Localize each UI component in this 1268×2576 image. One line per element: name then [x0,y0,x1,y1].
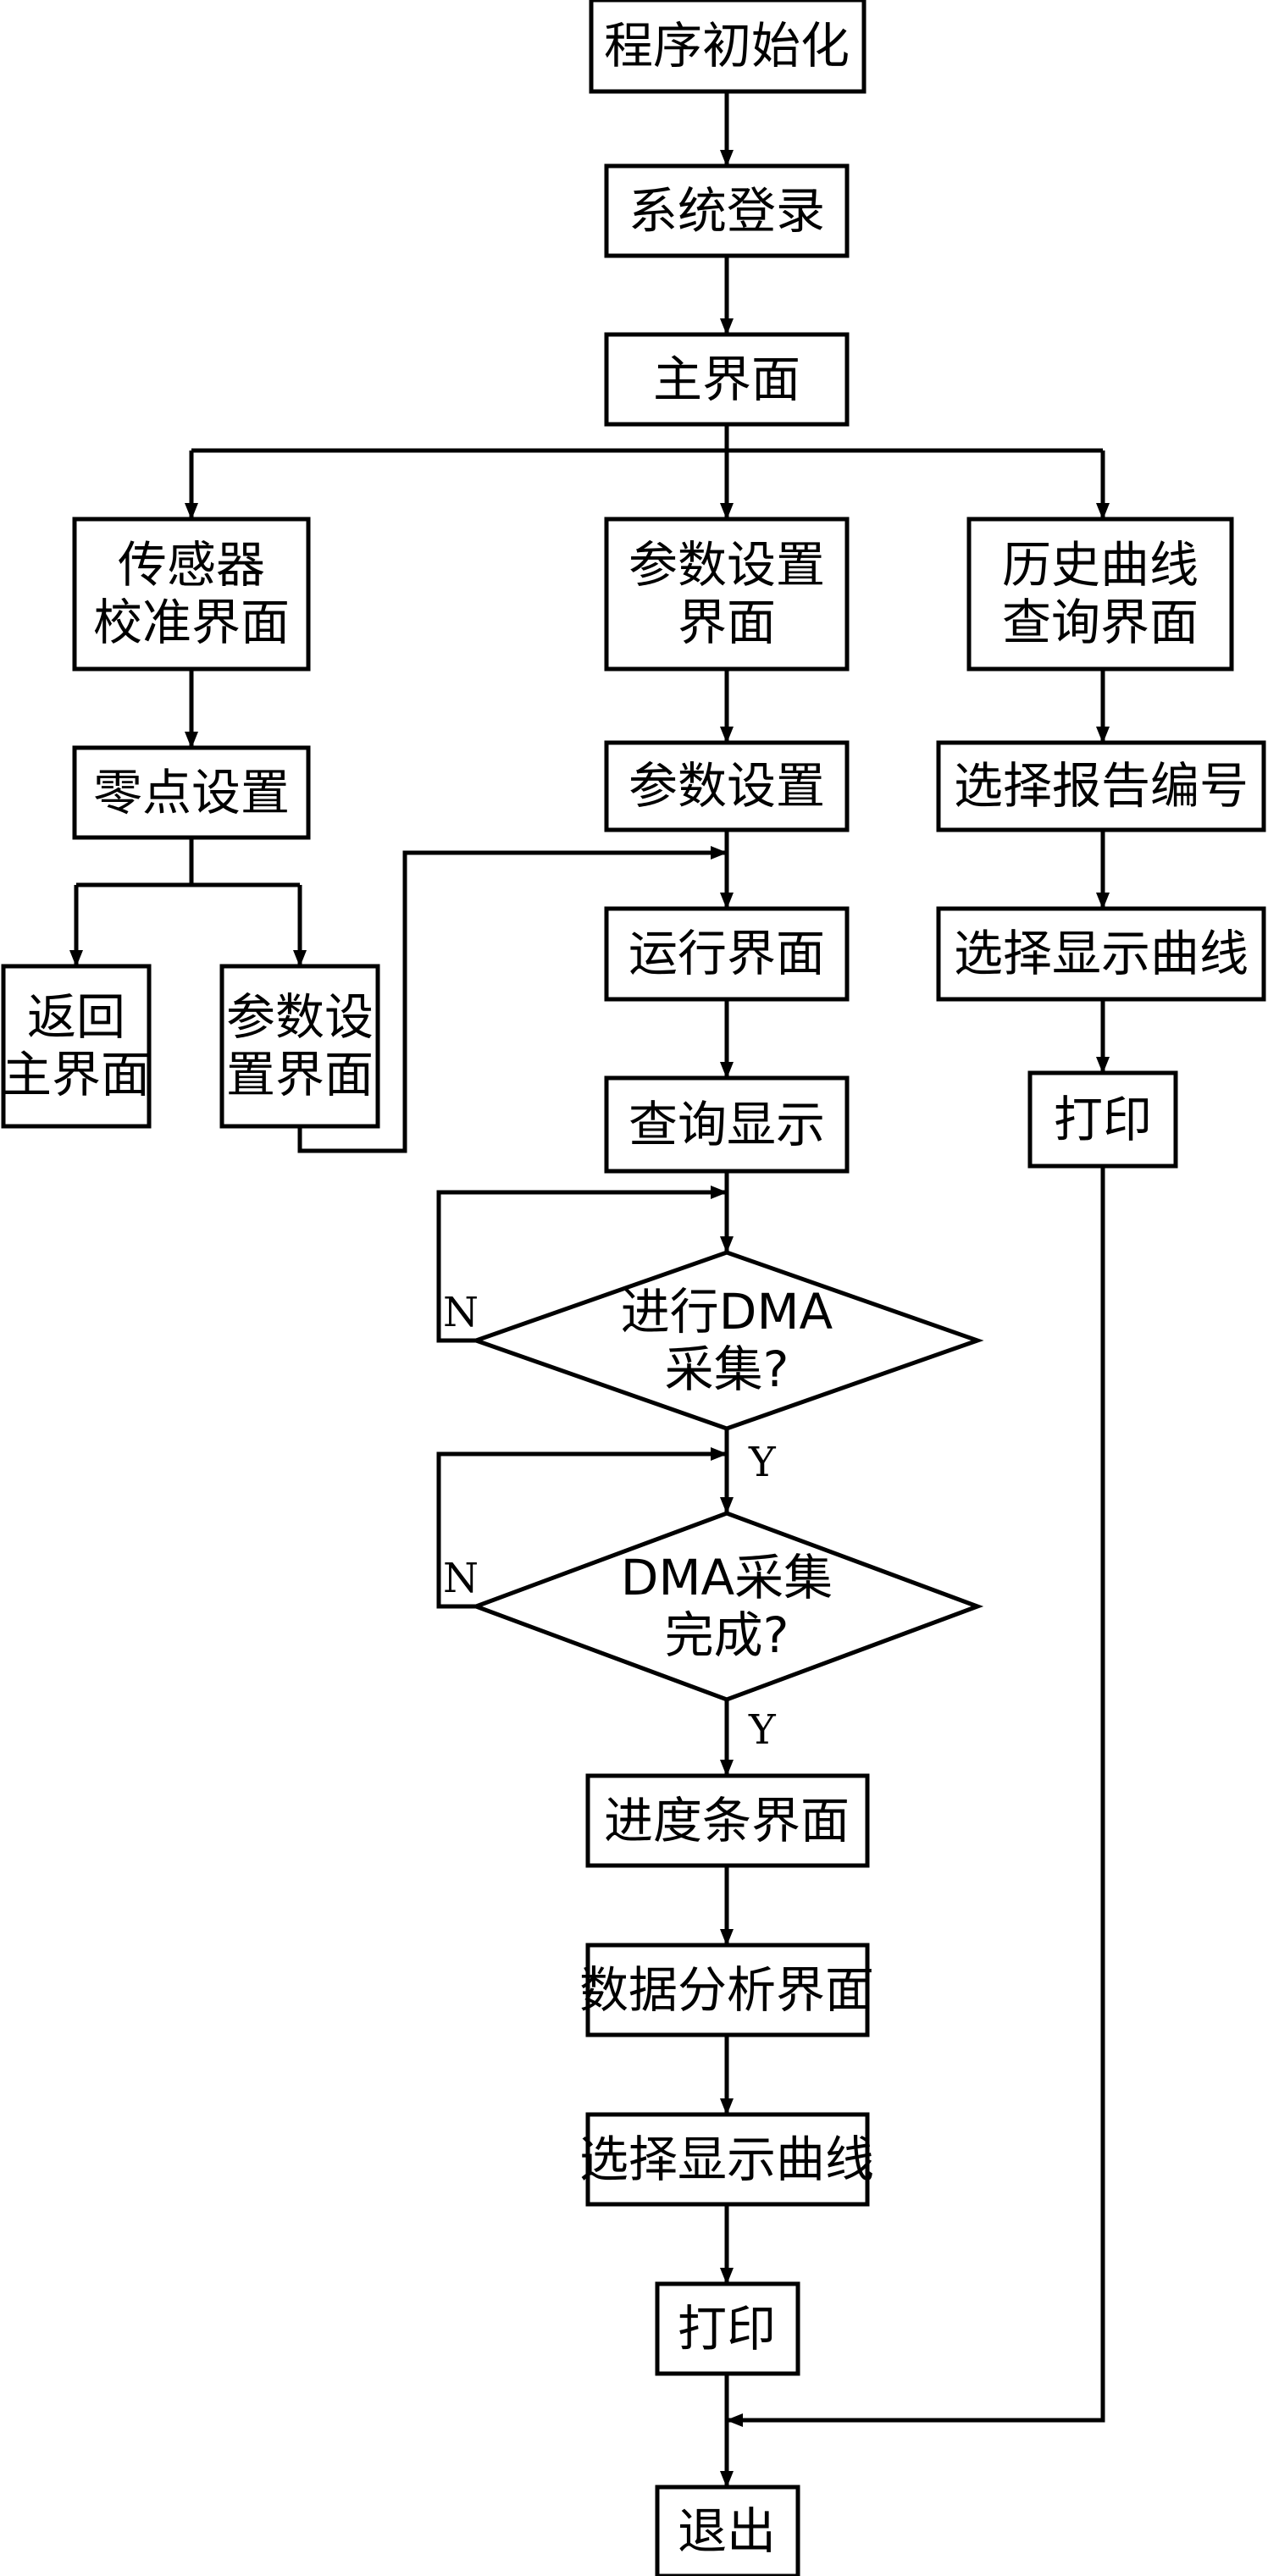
dma1-yes-label: Y [748,1439,777,1486]
history-line-1: 历史曲线 [1002,536,1199,594]
curve-r-line-1: 选择显示曲线 [954,925,1249,982]
curve-c-label: 选择显示曲线 [579,2131,874,2188]
param-ui-label: 参数设置界面 [628,536,825,651]
exit-line-1: 退出 [678,2502,776,2560]
back-label: 返回主界面 [3,988,150,1103]
main-box [604,332,850,427]
print-right-box [1027,1070,1178,1169]
zero-label: 零点设置 [93,764,290,821]
init-label: 程序初始化 [604,17,850,75]
dma2-yes-label: Y [748,1706,777,1754]
report-box [936,740,1266,832]
main-label: 主界面 [653,351,800,408]
login-line-1: 系统登录 [628,182,825,240]
param-ui2-box [219,964,380,1129]
dma2-label: DMA采集完成? [621,1549,833,1664]
back-line-2: 主界面 [3,1046,150,1103]
sensor-box [72,517,311,672]
param-set-line-1: 参数设置 [628,757,825,815]
sensor-line-2: 校准界面 [93,594,290,651]
run-label: 运行界面 [628,925,825,982]
init-line-1: 程序初始化 [604,17,850,75]
dma1-no-label: N [443,1289,479,1336]
zero-line-1: 零点设置 [93,764,290,821]
edge-dma1-no-loop [436,1186,728,1343]
param-ui-box [604,517,850,672]
print-c-label: 打印 [678,2300,776,2358]
dma1-line-2: 采集? [665,1341,789,1398]
node-labels: 程序初始化系统登录主界面传感器校准界面参数设置界面历史曲线查询界面零点设置返回主… [3,17,1249,2560]
sensor-label: 传感器校准界面 [93,536,290,651]
dma1-diamond [469,1250,984,1431]
query-line-1: 查询显示 [628,1096,825,1153]
print-r-label: 打印 [1054,1091,1152,1148]
param-ui-line-1: 参数设置 [628,536,825,594]
back-line-1: 返回 [27,988,125,1046]
dma1-line-1: 进行DMA [621,1283,833,1341]
curve-center-box [585,2112,870,2207]
login-label: 系统登录 [628,182,825,240]
dma2-line-2: 完成? [665,1606,789,1664]
param-ui-line-2: 界面 [678,594,776,651]
back-box [1,964,152,1129]
main-line-1: 主界面 [653,351,800,408]
history-label: 历史曲线查询界面 [1002,536,1199,651]
param-set-label: 参数设置 [628,757,825,815]
param-ui2-line-1: 参数设 [226,988,374,1046]
run-box [604,906,850,1002]
curve-c-line-1: 选择显示曲线 [579,2131,874,2188]
print-c-line-1: 打印 [678,2300,776,2358]
analysis-box [585,1943,870,2037]
report-line-1: 选择报告编号 [954,757,1249,815]
analysis-line-1: 数据分析界面 [579,1961,874,2019]
edge-print-right-merge [726,1166,1105,2427]
dma2-line-1: DMA采集 [621,1549,833,1606]
zero-box [72,745,311,840]
connectors [69,91,1110,2488]
history-box [966,517,1234,672]
query-label: 查询显示 [628,1096,825,1153]
dma2-diamond [469,1511,984,1702]
init-box [589,0,867,94]
analysis-label: 数据分析界面 [579,1961,874,2019]
curve-right-box [936,906,1266,1002]
param-ui2-label: 参数设置界面 [226,988,374,1103]
edge-dma2-no-loop [436,1447,728,1609]
param-set-box [604,740,850,832]
history-line-2: 查询界面 [1002,594,1199,651]
run-line-1: 运行界面 [628,925,825,982]
exit-box [655,2485,800,2576]
login-box [604,163,850,258]
dma2-no-label: N [443,1555,479,1602]
progress-label: 进度条界面 [604,1792,850,1849]
param-ui2-line-2: 置界面 [226,1046,374,1103]
report-label: 选择报告编号 [954,757,1249,815]
progress-line-1: 进度条界面 [604,1792,850,1849]
exit-label: 退出 [678,2502,776,2560]
edge-labels: N Y N Y [443,1289,777,1754]
print-center-box [655,2281,800,2376]
query-box [604,1075,850,1174]
sensor-line-1: 传感器 [118,536,265,594]
progress-box [585,1773,870,1868]
curve-r-label: 选择显示曲线 [954,925,1249,982]
print-r-line-1: 打印 [1054,1091,1152,1148]
edge-param-ui2-loop [297,846,728,1153]
